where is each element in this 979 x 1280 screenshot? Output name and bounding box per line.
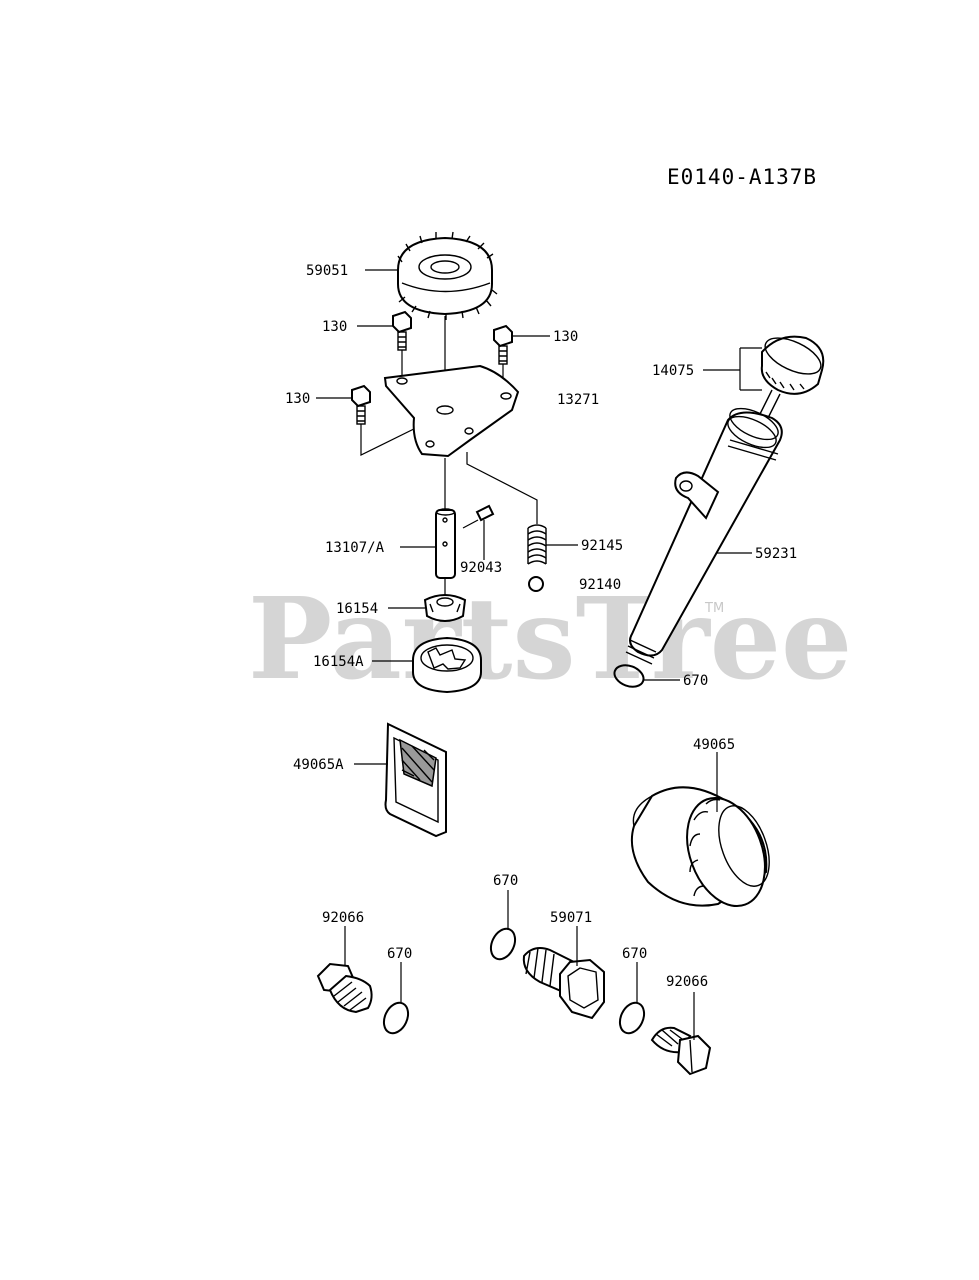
label-92145: 92145: [581, 538, 623, 554]
label-14075: 14075: [652, 363, 694, 379]
label-49065: 49065: [693, 737, 735, 753]
part-59231-filler-tube[interactable]: [625, 402, 783, 665]
label-92066-right: 92066: [666, 974, 708, 990]
part-130-bolt-left[interactable]: [351, 384, 371, 425]
part-49065A-strainer[interactable]: [384, 722, 447, 838]
label-92066-left: 92066: [322, 910, 364, 926]
part-59071-fitting[interactable]: [522, 947, 605, 1020]
part-130-bolt-left-top[interactable]: [392, 310, 412, 351]
label-670-tube: 670: [683, 673, 708, 689]
label-49065A: 49065A: [293, 757, 344, 773]
part-92043-pin[interactable]: [475, 504, 495, 522]
part-16154A-outer-rotor[interactable]: [412, 636, 482, 694]
part-670-oring-tube[interactable]: [611, 661, 646, 690]
part-670-oring-left[interactable]: [379, 999, 412, 1037]
part-670-oring-center[interactable]: [486, 925, 519, 963]
label-16154A: 16154A: [313, 654, 364, 670]
part-130-bolt-right[interactable]: [493, 324, 513, 365]
watermark: PartsTree: [248, 574, 852, 705]
label-59051: 59051: [306, 263, 348, 279]
part-92145-spring[interactable]: [527, 524, 547, 565]
part-92066-plug-right[interactable]: [650, 1026, 712, 1076]
label-92140: 92140: [579, 577, 621, 593]
part-49065-oil-filter[interactable]: [630, 786, 779, 917]
label-130-top-left: 130: [322, 319, 347, 335]
label-59231: 59231: [755, 546, 797, 562]
label-670-center: 670: [493, 873, 518, 889]
label-130-left: 130: [285, 391, 310, 407]
trademark-mark: TM: [704, 601, 724, 616]
label-670-fitting: 670: [622, 946, 647, 962]
part-59051-gear[interactable]: [397, 231, 498, 320]
part-92140-ball[interactable]: [528, 576, 544, 592]
part-16154-inner-rotor[interactable]: [423, 594, 467, 622]
label-670-left: 670: [387, 946, 412, 962]
label-13107A: 13107/A: [325, 540, 385, 556]
part-670-oring-fitting[interactable]: [615, 999, 648, 1037]
label-92043: 92043: [460, 560, 502, 576]
part-13271-pump-cover[interactable]: [383, 364, 520, 458]
label-59071: 59071: [550, 910, 592, 926]
label-13271: 13271: [557, 392, 599, 408]
part-13107A-shaft[interactable]: [435, 508, 456, 579]
label-16154: 16154: [336, 601, 378, 617]
part-92066-plug-left[interactable]: [316, 962, 373, 1014]
label-130-right: 130: [553, 329, 578, 345]
diagram-code: E0140-A137B: [667, 165, 817, 189]
